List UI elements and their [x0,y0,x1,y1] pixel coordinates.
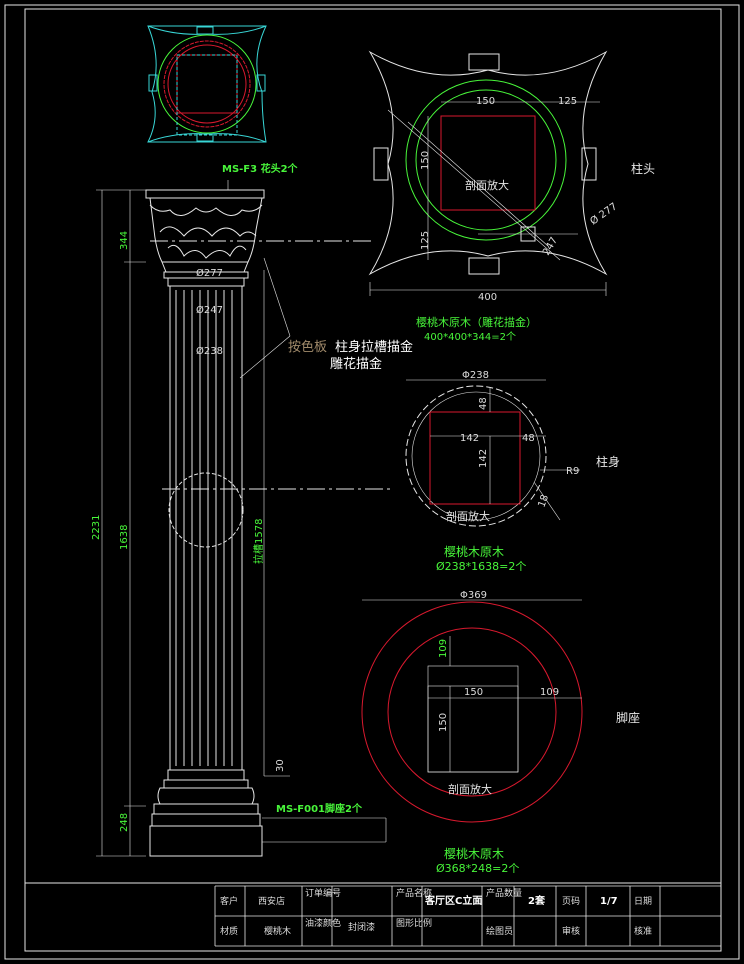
base-spec: Ø368*248=2个 [436,862,519,875]
left-dimension-lines [96,180,387,857]
shaft-dim-142-v: 142 [478,449,489,468]
base-title: 脚座 [616,710,640,725]
shaft-section [405,379,580,527]
tb-client-label: 客户 [220,895,238,907]
shaft-dim-18: 18 [536,493,551,509]
cap-dim-d277: Ø 277 [588,200,620,227]
tb-drafter-label: 绘图员 [486,925,513,937]
tb-material-value: 樱桃木 [264,925,291,937]
dim-base-height: 248 [119,813,130,832]
capital-spec: 400*400*344=2个 [424,331,516,343]
tb-client-value: 西安店 [258,895,285,907]
cap-dim-125-left: 125 [420,231,431,250]
tb-product-label: 产品名称 [396,887,432,899]
tb-product-value: 客厅区C立面 [424,894,482,907]
tb-page-label: 页码 [562,896,580,907]
tb-paint-label: 油漆颜色 [305,917,341,929]
column-elevation [145,189,265,857]
outer-border [4,4,740,960]
base-tag: MS-F001脚座2个 [276,802,363,815]
shaft-dim-r9: R9 [566,466,579,477]
base-material: 樱桃木原木 [444,846,504,861]
base-dim-d369: Φ369 [460,590,487,601]
dim-total-height: 2231 [91,515,102,540]
shaft-material: 樱桃木原木 [444,544,504,559]
shaft-dim-48-v: 48 [478,397,489,410]
base-dim-150-v: 150 [438,713,449,732]
base-dim-109-v: 109 [438,639,449,658]
tb-review-label: 审核 [562,925,580,937]
capital-material: 樱桃木原木（雕花描金） [416,315,537,329]
tb-material-label: 材质 [220,925,238,937]
capital-plan-large [368,50,608,296]
shaft-title: 柱身 [596,454,620,469]
capital-tag: MS-F3 花头2个 [222,162,299,175]
shaft-dim-d238: Φ238 [462,370,489,381]
tb-approve-label: 核准 [634,925,652,937]
base-dim-109-h: 109 [540,687,559,698]
shaft-dim-48-h: 48 [522,433,535,444]
base-section [361,599,583,823]
cap-dim-150-left: 150 [420,151,431,170]
cap-dim-400: 400 [478,292,497,303]
dim-d238: Ø238 [196,345,223,357]
dim-shaft-height: 1638 [119,525,130,550]
capital-title: 柱头 [631,161,655,176]
capital-plan-small [147,25,267,143]
tb-qty-value: 2套 [528,894,546,907]
dim-d247: Ø247 [196,304,223,316]
tb-order-label: 订单编号 [305,887,341,899]
base-section-label: 剖面放大 [448,782,492,796]
shaft-dim-142-h: 142 [460,433,479,444]
tb-page-value: 1/7 [600,896,618,907]
shaft-section-label: 剖面放大 [446,509,490,523]
base-dim-150-h: 150 [464,687,483,698]
shaft-spec: Ø238*1638=2个 [436,560,526,573]
tb-paint-value: 封闭漆 [348,921,375,933]
title-block-grid [214,885,721,947]
dim-groove-length: 拉槽1578 [252,519,265,564]
dim-d277: Ø277 [196,267,223,279]
gold-note-color: 按色板 [288,339,327,355]
dim-groove-gap: 30 [275,759,286,772]
gold-note-carving: 雕花描金 [330,356,382,372]
capital-section-label: 剖面放大 [465,178,509,192]
tb-date-label: 日期 [634,896,652,907]
tb-scale-label: 图形比例 [396,917,432,929]
cap-dim-125-top: 125 [558,96,577,107]
inner-border [24,8,722,952]
gold-note-shaft: 柱身拉槽描金 [335,339,413,355]
tb-qty-label: 产品数量 [486,887,522,899]
dim-capital-height: 344 [119,231,130,250]
cap-dim-150-top: 150 [476,96,495,107]
